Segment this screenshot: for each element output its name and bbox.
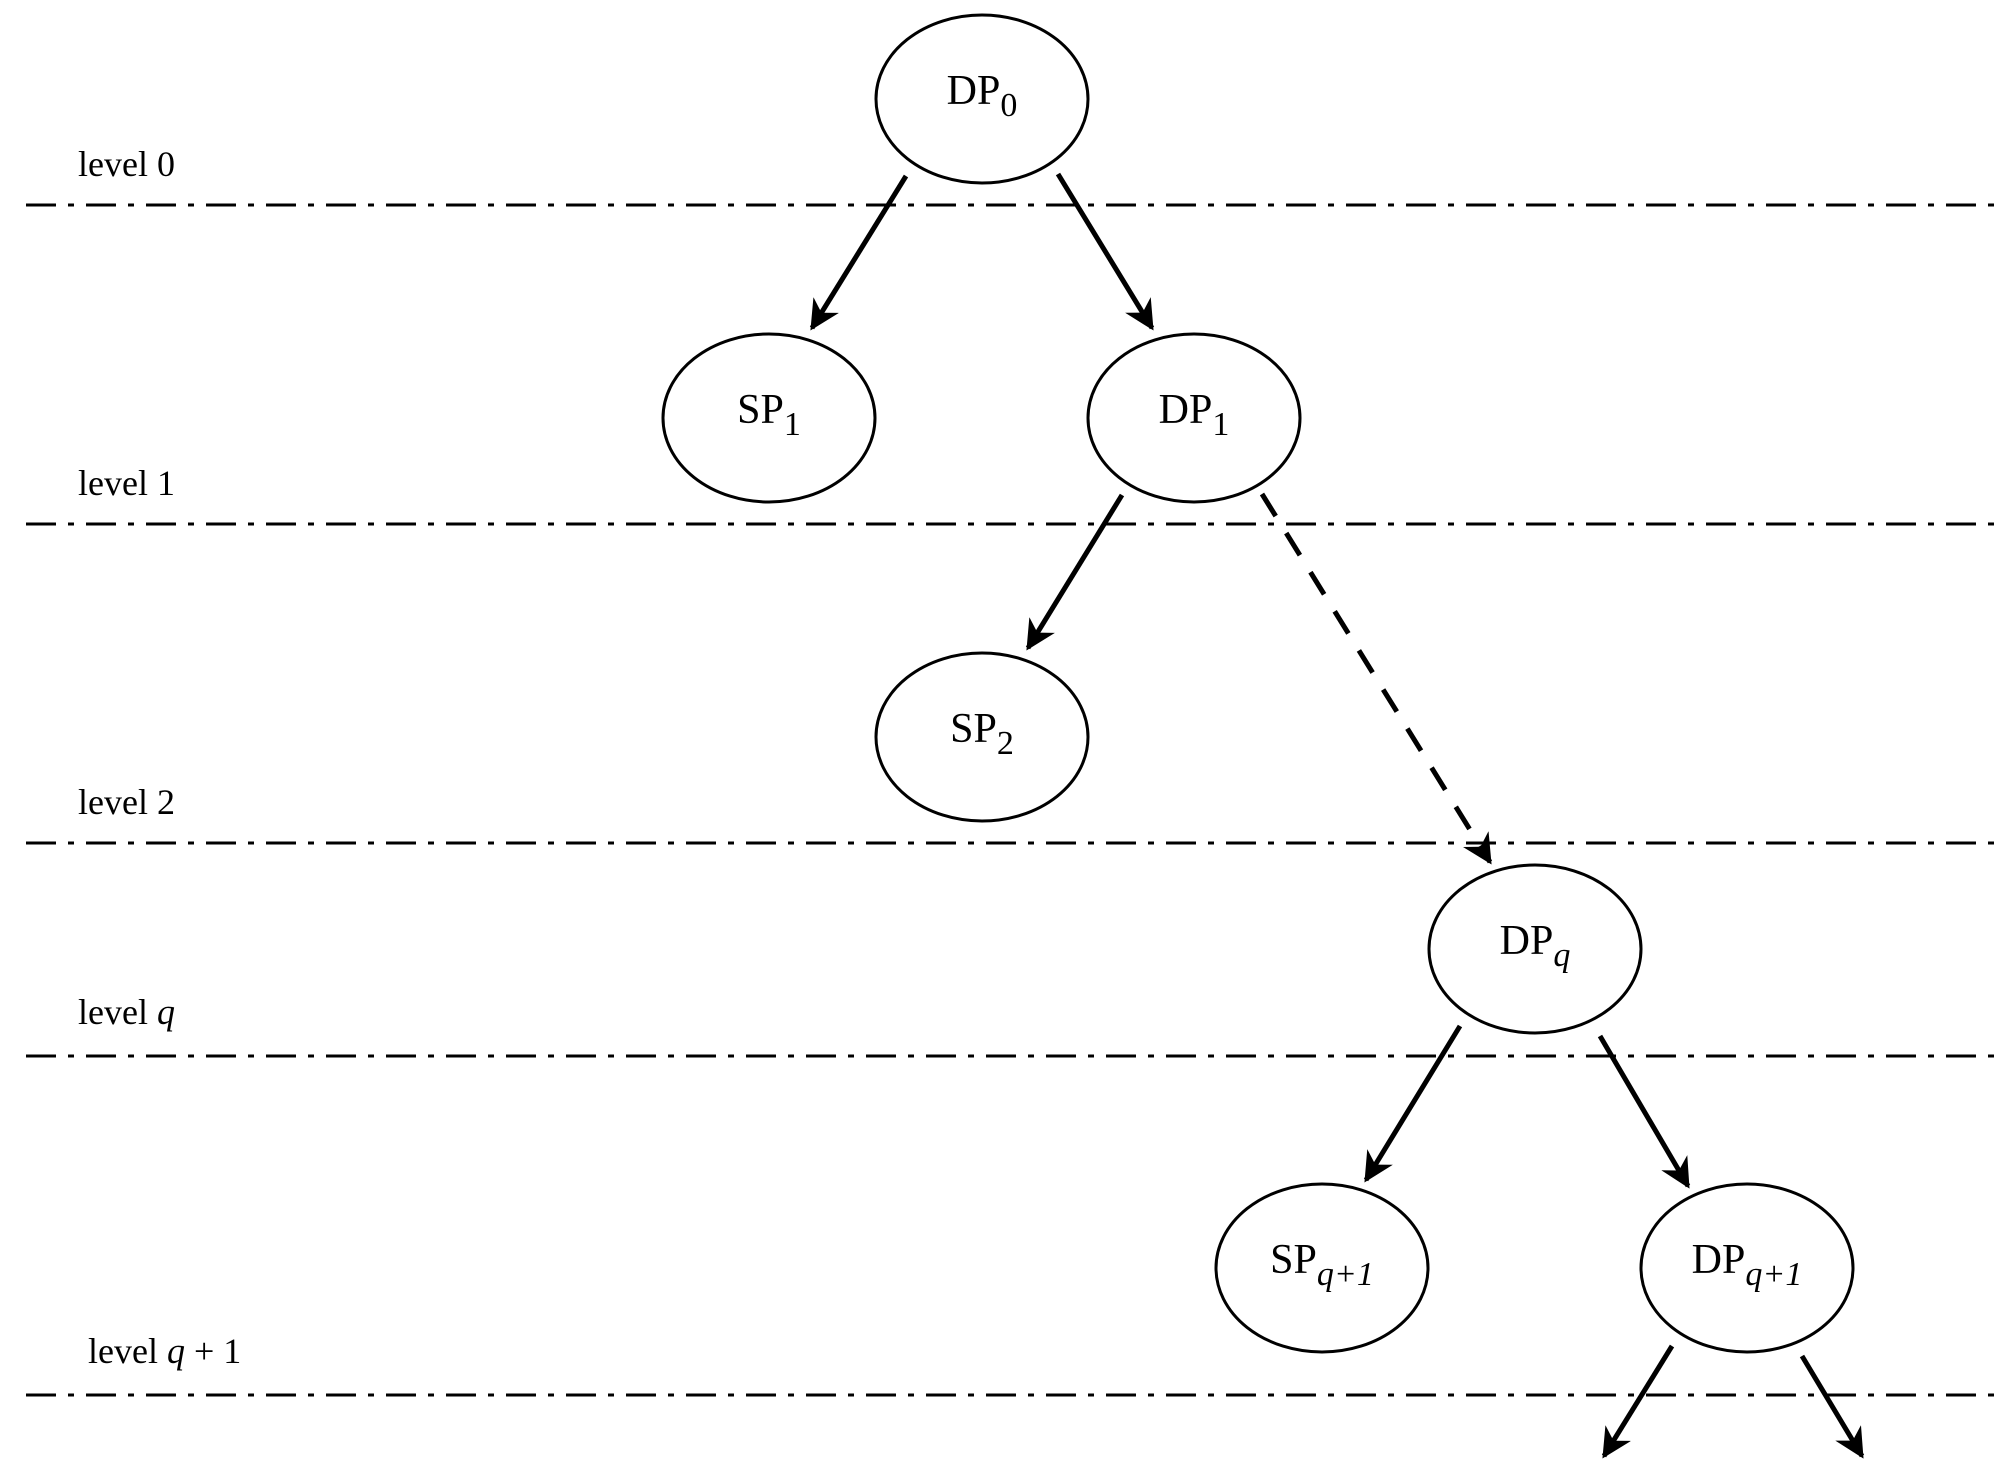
node-dp0: DP0 (874, 13, 1090, 185)
node-sp1-label: SP1 (737, 387, 801, 443)
edge-dp0-dp1 (1055, 172, 1155, 331)
level-1-label: level 1 (78, 463, 175, 503)
node-dp0-ellipse (874, 13, 1090, 185)
level-lines (26, 203, 1996, 1397)
node-spq1-label: SPq+1 (1270, 1237, 1374, 1293)
node-dpq-label: DPq (1500, 918, 1571, 974)
node-dpq1-ellipse (1639, 1182, 1855, 1354)
node-dpq1-label: DPq+1 (1692, 1237, 1803, 1293)
edge-dp1-dpq (1259, 492, 1493, 865)
node-dp1-label: DP1 (1159, 387, 1230, 443)
edge-dp0-sp1 (809, 174, 909, 331)
node-dp0-label: DP0 (947, 68, 1018, 124)
level-q-label: level q (78, 992, 175, 1032)
nodes: DP0 SP1 DP1 SP2 DPq (661, 13, 1855, 1354)
level-q-plus-1-label: level q + 1 (88, 1331, 241, 1371)
edge-dpq-spq1 (1363, 1024, 1463, 1183)
node-sp2-label: SP2 (950, 706, 1014, 762)
node-spq1: SPq+1 (1214, 1182, 1430, 1354)
level-labels: level 0 level 1 level 2 level q level q … (78, 144, 241, 1371)
node-sp1-ellipse (661, 332, 877, 504)
node-dpq: DPq (1427, 863, 1643, 1035)
node-dpq1: DPq+1 (1639, 1182, 1855, 1354)
edge-dp1-sp2 (1025, 493, 1125, 651)
node-sp1: SP1 (661, 332, 877, 504)
level-0-label: level 0 (78, 144, 175, 184)
node-sp2: SP2 (874, 651, 1090, 823)
edge-dpq1-left-child (1601, 1344, 1675, 1459)
edges (809, 172, 1865, 1459)
node-dp1-ellipse (1086, 332, 1302, 504)
node-dp1: DP1 (1086, 332, 1302, 504)
level-2-label: level 2 (78, 782, 175, 822)
node-sp2-ellipse (874, 651, 1090, 823)
edge-dpq-dpq1 (1597, 1034, 1691, 1189)
node-dpq-ellipse (1427, 863, 1643, 1035)
node-spq1-ellipse (1214, 1182, 1430, 1354)
edge-dpq1-right-child (1799, 1354, 1865, 1459)
